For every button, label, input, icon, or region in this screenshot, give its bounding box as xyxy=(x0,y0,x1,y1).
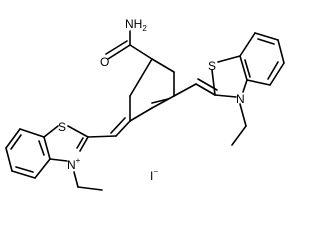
atom-labels: O NH2 S N S N+ I− xyxy=(58,17,245,183)
upper-thiazole-bond xyxy=(217,55,241,63)
ring-double-bond-inner xyxy=(151,98,169,104)
upper-benzene-bond xyxy=(254,32,279,41)
lower-benzene-bond xyxy=(11,170,36,179)
upper-thiazole-bond xyxy=(242,79,248,93)
lower-thiazole-double-bond-inner xyxy=(76,137,84,149)
amide-c-o-double-bond xyxy=(107,44,131,60)
amide-c-o-double-bond-2 xyxy=(105,40,128,55)
upper-benzene-inner-bond xyxy=(267,61,279,80)
amide-nitrogen-subscript: 2 xyxy=(142,24,147,33)
upper-thiazole-bond xyxy=(211,69,216,96)
upper-nitrogen-label: N xyxy=(236,92,245,106)
upper-thiazole-bond xyxy=(239,55,248,81)
lower-benzene-bond xyxy=(19,128,45,138)
lower-n-ethyl-bond xyxy=(73,171,79,188)
lower-exocyclic-double-bond xyxy=(115,120,131,137)
lower-sulfur-label: S xyxy=(58,120,66,134)
amide-oxygen-label: O xyxy=(100,55,109,69)
upper-ch-bond xyxy=(173,83,197,97)
upper-benzene-bond xyxy=(239,32,256,57)
amide-nitrogen-label: NH2 xyxy=(125,17,147,33)
lower-benzene-inner-bond xyxy=(38,140,45,156)
upper-benzene-bond xyxy=(246,79,271,86)
amide-nitrogen-text: NH xyxy=(125,17,142,31)
lower-n-ethyl-bond xyxy=(77,186,103,191)
lower-thiazole-bond xyxy=(43,136,51,160)
lower-thiazole-bond xyxy=(43,125,59,138)
upper-benzene-inner-bond xyxy=(257,38,275,45)
iodide-counterion-label: I− xyxy=(150,167,158,183)
upper-benzene-bond xyxy=(269,62,285,86)
lower-nitrogen-charge: + xyxy=(76,156,81,165)
ring-bond xyxy=(151,95,175,109)
lower-benzene-bond xyxy=(34,158,51,179)
lower-exocyclic-double-bond-2 xyxy=(110,117,126,134)
upper-n-ethyl-bond xyxy=(239,103,247,127)
upper-exocyclic-double-bond xyxy=(195,83,216,96)
lower-thiazole-bond xyxy=(67,125,89,138)
upper-benzene-inner-bond xyxy=(244,59,251,78)
bonds xyxy=(5,30,285,191)
iodide-charge: − xyxy=(153,167,158,176)
lower-benzene-bond xyxy=(5,128,21,149)
ring-bond xyxy=(151,58,175,73)
ring-bond xyxy=(129,58,153,97)
amide-c-bond xyxy=(129,44,153,60)
chemical-structure-diagram: O NH2 S N S N+ I− xyxy=(5,17,285,191)
lower-benzene-inner-bond xyxy=(10,134,22,150)
lower-nitrogen-label: N+ xyxy=(67,156,81,172)
lower-thiazole-bond xyxy=(79,136,89,152)
ring-bond xyxy=(129,107,153,122)
upper-benzene-bond xyxy=(277,39,285,64)
iodide-text: I xyxy=(150,169,153,183)
lower-nitrogen-text: N xyxy=(67,158,76,172)
upper-sulfur-label: S xyxy=(208,59,216,73)
upper-thiazole-bond xyxy=(214,94,237,98)
upper-n-ethyl-bond xyxy=(231,125,247,146)
lower-ch-bond xyxy=(87,135,117,138)
lower-benzene-inner-bond xyxy=(15,166,34,173)
lower-thiazole-bond xyxy=(49,158,68,162)
lower-benzene-bond xyxy=(5,147,13,172)
